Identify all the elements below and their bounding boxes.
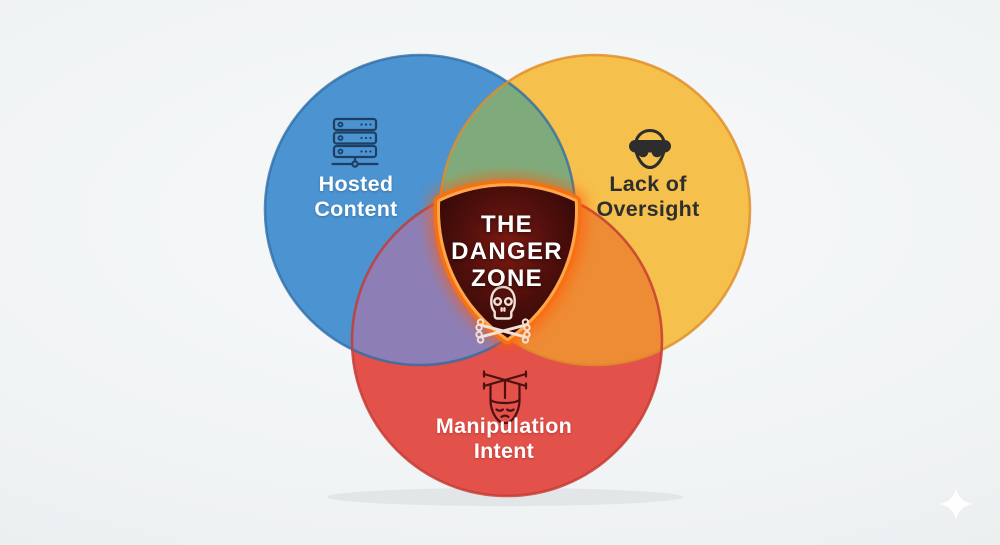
label-lack-of-oversight: Lack of Oversight	[596, 172, 700, 221]
label-hosted-content: Hosted Content	[314, 172, 398, 221]
label-manipulation-intent: Manipulation Intent	[435, 414, 573, 463]
blindfold-icon	[629, 128, 671, 170]
skull-crossbones-icon	[475, 285, 531, 344]
label-danger-zone-title: THE DANGER ZONE	[451, 211, 563, 292]
shield-body	[439, 186, 576, 338]
danger-zone-shield	[429, 176, 586, 348]
sparkle-icon	[939, 487, 973, 521]
marionette-icon	[482, 370, 528, 425]
server-stack-icon	[331, 117, 379, 168]
